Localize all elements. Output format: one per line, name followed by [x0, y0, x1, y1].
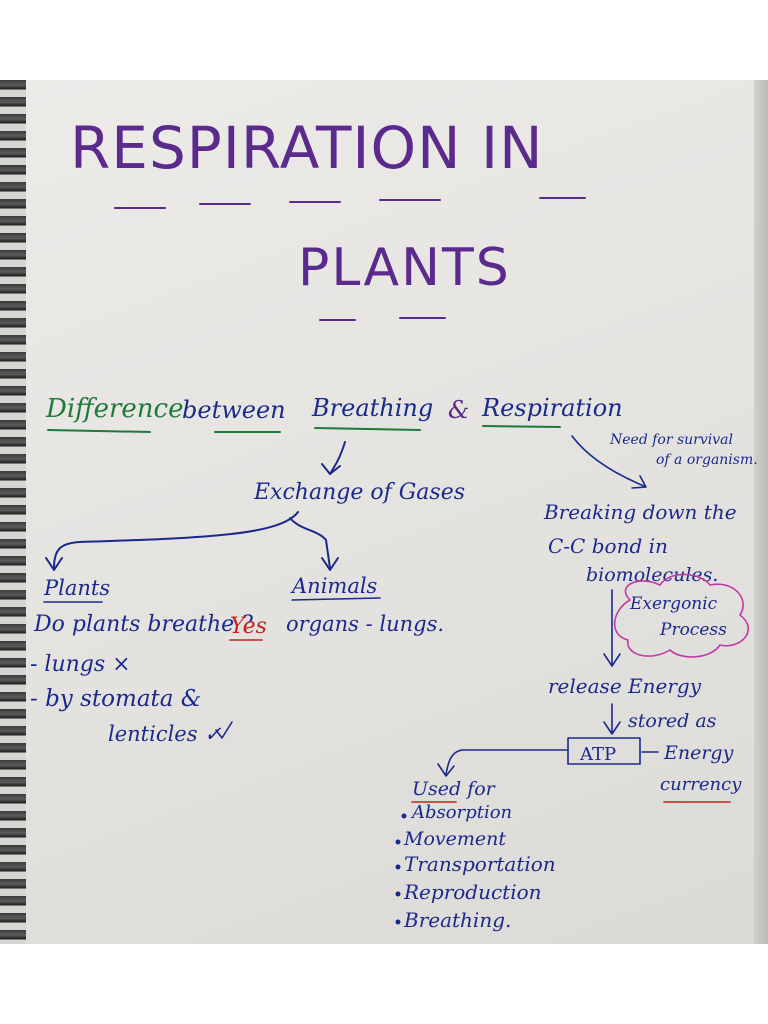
list-item: Movement: [404, 828, 507, 850]
ink-strokes: [43, 197, 749, 925]
breaking-text: Breaking down the: [544, 500, 737, 524]
answer-text: Yes: [230, 614, 267, 639]
used-for-text: Used for: [412, 778, 495, 800]
stored-as-text: stored as: [628, 710, 717, 732]
exergonic-text-1: Exergonic: [630, 594, 718, 614]
list-item: Transportation: [404, 852, 556, 876]
plants-label: Plants: [44, 576, 111, 600]
cc-text: C-C bond in: [548, 534, 668, 558]
heading-breathing: Breathing: [312, 394, 434, 422]
list-item: Reproduction: [404, 880, 542, 904]
question-text: Do plants breathe ?: [34, 612, 253, 637]
stomata-text: - by stomata &: [30, 686, 202, 712]
exergonic-text-2: Process: [660, 620, 727, 640]
list-item: Absorption: [412, 802, 513, 823]
heading-amp: &: [448, 396, 470, 424]
animals-label: Animals: [292, 574, 378, 598]
energy-text: Energy: [664, 742, 734, 764]
currency-text: currency: [660, 774, 742, 795]
heading-between: between: [182, 396, 286, 424]
need-text-1: Need for survival: [610, 432, 733, 448]
title-line1: RESPIRATION IN: [70, 114, 544, 182]
atp-text: ATP: [580, 744, 617, 765]
list-item: Breathing.: [404, 908, 512, 932]
exchange-of-gases: Exchange of Gases: [254, 480, 466, 505]
heading-respiration: Respiration: [482, 394, 623, 422]
bio-text: biomolecules.: [586, 564, 719, 586]
release-energy-text: release Energy: [548, 674, 701, 698]
notebook-photo: RESPIRATION IN PLANTS Difference between…: [0, 80, 768, 944]
lungs-text: - lungs ×: [30, 652, 131, 677]
spiral-binding: [0, 80, 26, 944]
lenticles-text: lenticles ✓: [108, 722, 222, 746]
organs-text: organs - lungs.: [286, 612, 445, 636]
heading-difference: Difference: [46, 394, 184, 424]
need-text-2: of a organism.: [656, 452, 758, 468]
title-line2: PLANTS: [298, 238, 511, 298]
page-edge: [754, 80, 768, 944]
